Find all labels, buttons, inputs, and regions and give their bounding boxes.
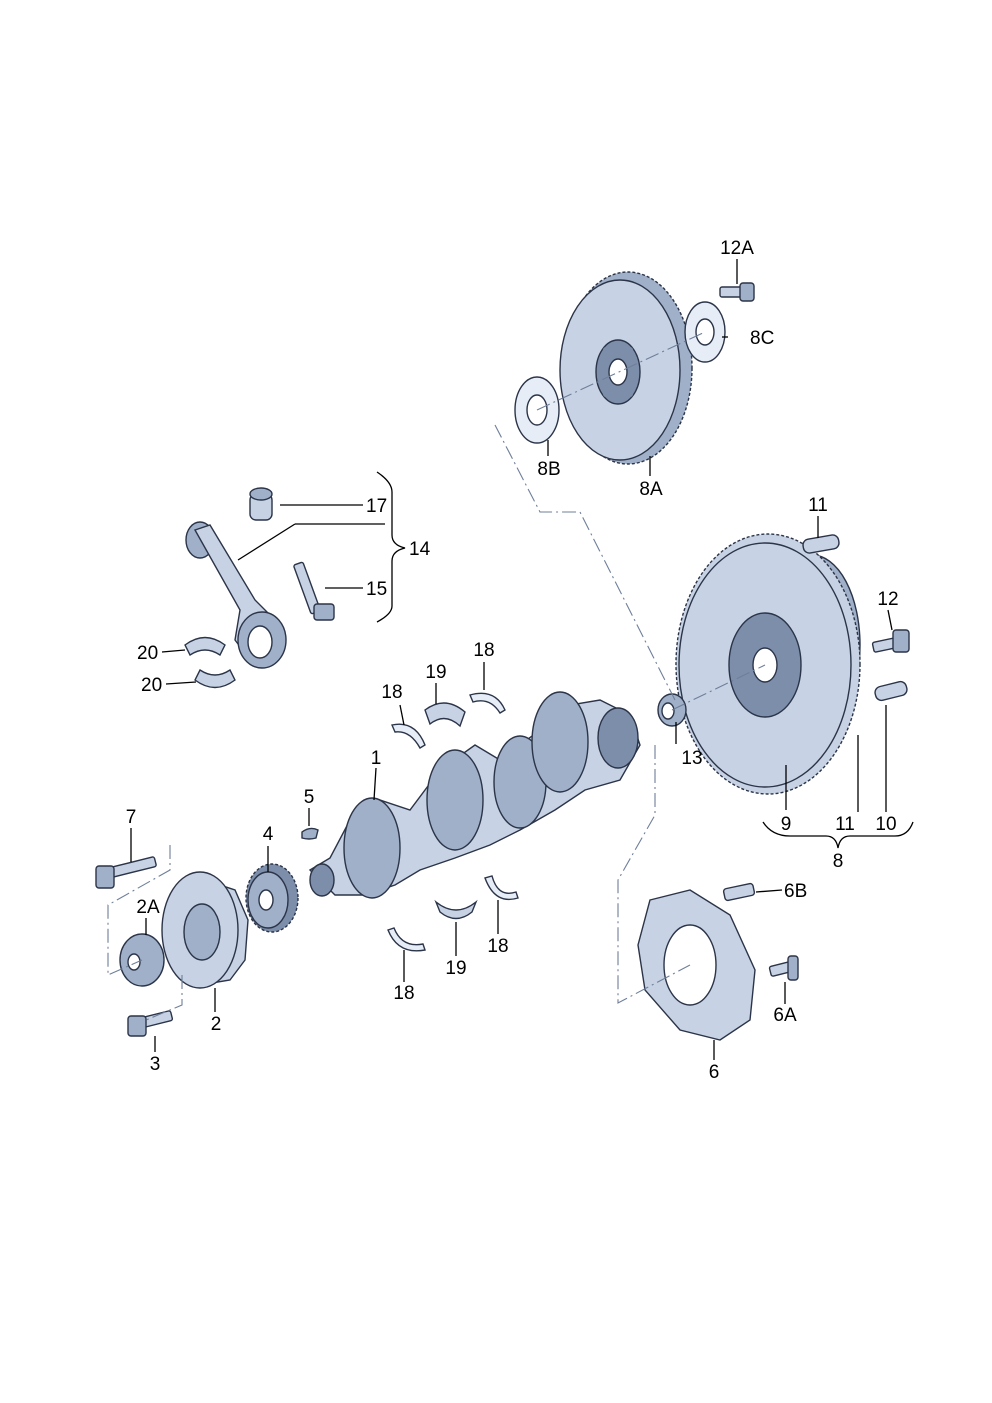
label-6a: 6A bbox=[773, 1005, 797, 1026]
label-8c: 8C bbox=[750, 328, 774, 349]
rod-bearing-shells-20 bbox=[184, 636, 236, 689]
label-18-a: 18 bbox=[381, 682, 402, 703]
assembly-centerlines bbox=[107, 331, 766, 1021]
label-10: 10 bbox=[875, 814, 896, 835]
reluctor-plate-6 bbox=[637, 889, 756, 1041]
label-13: 13 bbox=[681, 748, 702, 769]
label-15: 15 bbox=[366, 579, 387, 600]
label-2a: 2A bbox=[136, 897, 160, 918]
label-20-b: 20 bbox=[141, 675, 162, 696]
label-6b: 6B bbox=[784, 881, 807, 902]
label-14: 14 bbox=[409, 539, 431, 560]
label-20-a: 20 bbox=[137, 643, 158, 664]
label-3: 3 bbox=[150, 1054, 161, 1075]
label-18-d: 18 bbox=[393, 983, 414, 1004]
leader-lines bbox=[130, 259, 893, 1060]
label-12: 12 bbox=[877, 589, 898, 610]
rod-bolt-15 bbox=[293, 561, 335, 621]
stud-6b bbox=[722, 882, 756, 902]
main-bearing-shell-19-upper bbox=[424, 702, 466, 728]
label-7: 7 bbox=[126, 807, 137, 828]
bracket-14 bbox=[376, 471, 406, 623]
shim-8c bbox=[684, 301, 726, 363]
bolt-12a bbox=[719, 282, 755, 302]
label-19-a: 19 bbox=[425, 662, 446, 683]
flywheel-9 bbox=[675, 533, 861, 795]
bolt-6a bbox=[768, 955, 799, 981]
label-5: 5 bbox=[304, 787, 315, 808]
label-8b: 8B bbox=[537, 459, 560, 480]
label-19-b: 19 bbox=[445, 958, 466, 979]
label-8a: 8A bbox=[639, 479, 663, 500]
bushing-17 bbox=[249, 487, 273, 521]
label-1: 1 bbox=[371, 748, 382, 769]
main-bearing-shell-19-lower bbox=[434, 899, 478, 920]
label-11-bottom: 11 bbox=[835, 814, 855, 835]
bolt-12 bbox=[871, 629, 910, 653]
part-labels: 1 2 2A 3 4 5 6 6A 6B 7 8 8A 8B 8C 9 10 1… bbox=[126, 238, 899, 1083]
label-12a: 12A bbox=[720, 238, 754, 259]
dowel-pin-10 bbox=[874, 680, 908, 702]
label-9: 9 bbox=[781, 814, 792, 835]
label-4: 4 bbox=[263, 824, 274, 845]
bracket-8 bbox=[762, 821, 914, 849]
label-18-b: 18 bbox=[473, 640, 494, 661]
thrust-washer-18-d bbox=[387, 927, 426, 952]
label-6: 6 bbox=[709, 1062, 720, 1083]
label-18-c: 18 bbox=[487, 936, 508, 957]
label-2: 2 bbox=[211, 1014, 222, 1035]
thrust-washer-18-a bbox=[391, 723, 426, 749]
woodruff-key-5 bbox=[301, 827, 319, 840]
label-11-top: 11 bbox=[808, 495, 828, 516]
label-8: 8 bbox=[833, 851, 844, 872]
pulley-2 bbox=[161, 871, 249, 989]
flex-plate-8a bbox=[559, 271, 693, 465]
label-17: 17 bbox=[366, 496, 387, 517]
bolt-3 bbox=[127, 1010, 174, 1037]
thrust-washer-18-c bbox=[484, 875, 519, 901]
thrust-washer-18-b bbox=[469, 692, 506, 714]
connecting-rod-14 bbox=[185, 521, 287, 669]
bolt-7 bbox=[95, 856, 157, 889]
sprocket-4 bbox=[245, 863, 299, 933]
crankshaft-1 bbox=[308, 691, 641, 899]
dowel-pin-11 bbox=[802, 534, 840, 554]
